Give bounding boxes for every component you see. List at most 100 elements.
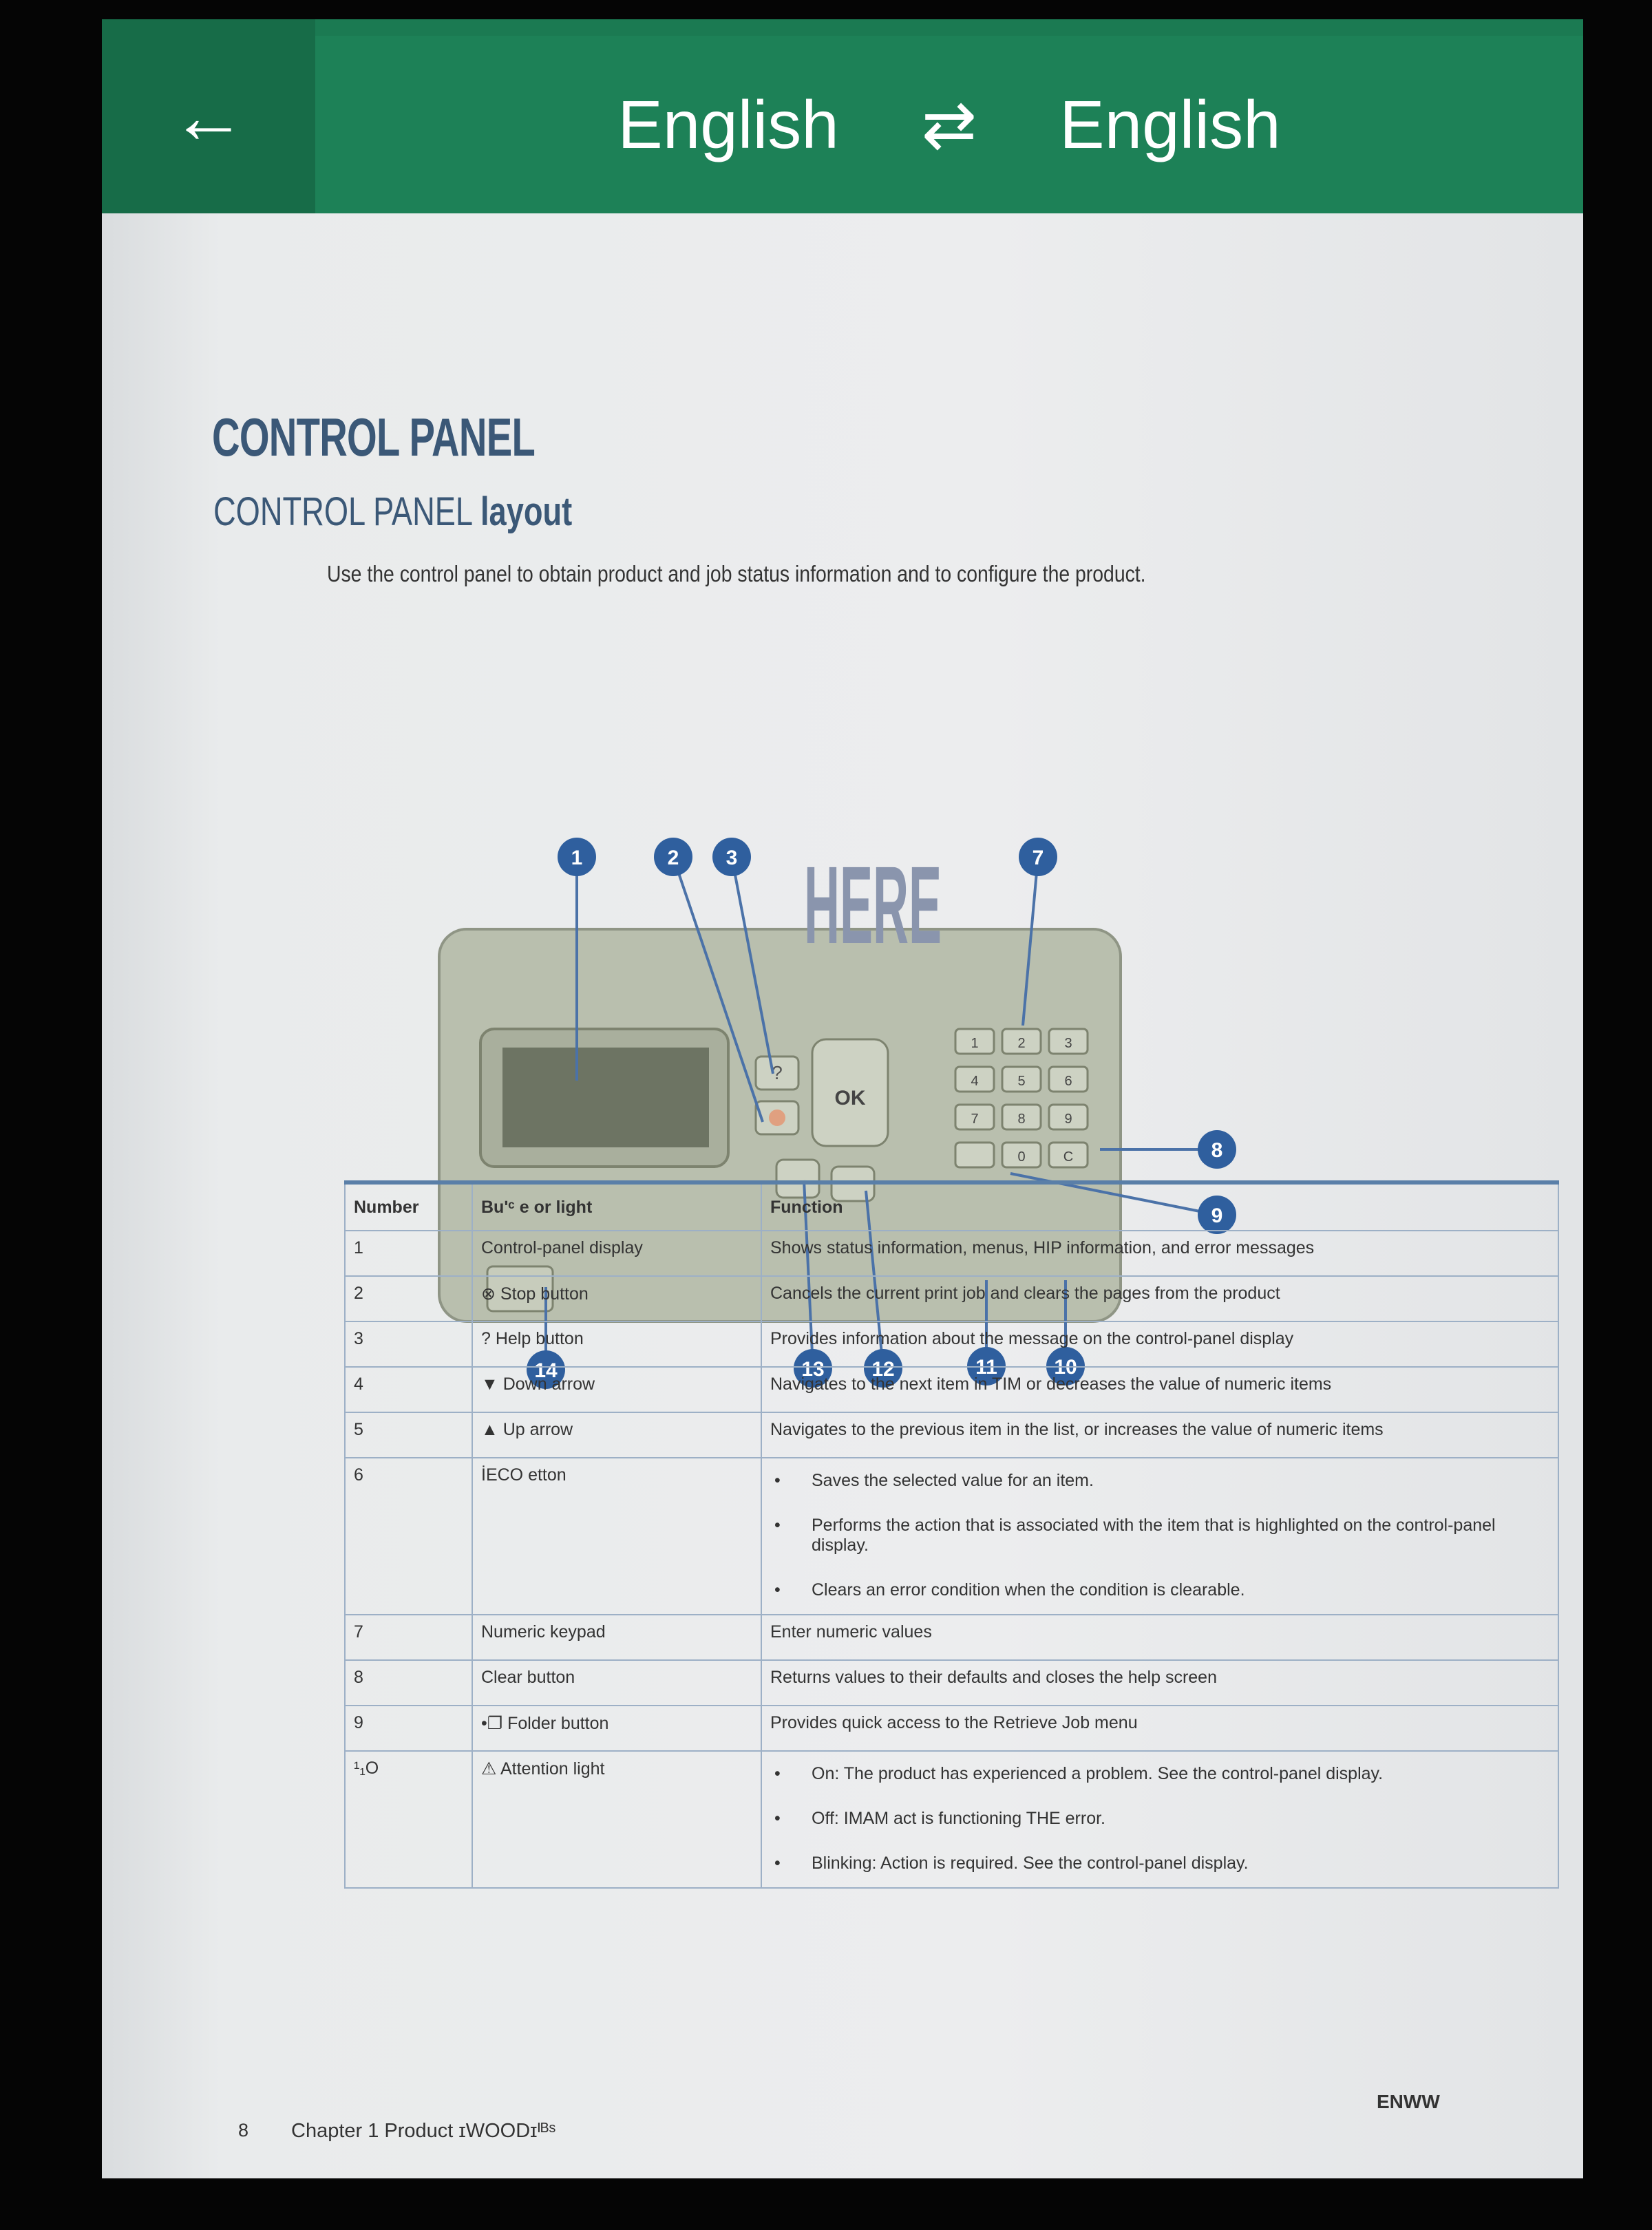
- table-header-row: Number Buʹᶜ e or light Function: [344, 1182, 1559, 1231]
- cell-number: 6: [344, 1457, 473, 1615]
- translated-document: CONTROL PANEL CONTROL PANEL layout Use t…: [102, 213, 1583, 2178]
- subtitle-prefix: CONTROL PANEL: [213, 489, 472, 534]
- arrow-left-icon: ←: [171, 74, 246, 159]
- function-bullet: Clears an error condition when the condi…: [770, 1580, 1549, 1600]
- header-button: Buʹᶜ e or light: [472, 1182, 762, 1231]
- subtitle-bold: layout: [480, 489, 573, 534]
- keypad-key: [1048, 1065, 1089, 1093]
- keypad-key: [1048, 1028, 1089, 1055]
- footer-chapter: Chapter 1 Product ɪWOODɪᴵᴮˢ: [291, 2120, 556, 2142]
- keypad-key-label: C: [1063, 1149, 1073, 1165]
- keypad-key: [1001, 1103, 1042, 1131]
- cell-function: Provides quick access to the Retrieve Jo…: [761, 1705, 1559, 1752]
- cell-number: 5: [344, 1412, 473, 1458]
- header-number: Number: [344, 1182, 473, 1231]
- back-button[interactable]: ←: [102, 19, 315, 213]
- cell-number: 3: [344, 1321, 473, 1368]
- callout-leader: [672, 856, 764, 1123]
- stop-icon: [769, 1109, 785, 1126]
- display-screen: [502, 1048, 709, 1147]
- cell-number: 8: [344, 1659, 473, 1706]
- keypad-key: [1001, 1028, 1042, 1055]
- function-bullet: Saves the selected value for an item.: [770, 1471, 1549, 1491]
- cell-button: Clear button: [472, 1659, 762, 1706]
- keypad-key: [954, 1028, 995, 1055]
- header-function: Function: [761, 1182, 1559, 1231]
- nav-pad: [811, 1038, 889, 1147]
- keypad-key-label: 9: [1064, 1112, 1072, 1127]
- section-subtitle: CONTROL PANEL layout: [213, 489, 572, 535]
- cell-number: 1: [344, 1230, 473, 1277]
- cell-function: Cancels the current print job and clears…: [761, 1275, 1559, 1322]
- swap-arrows-icon[interactable]: ⇄: [921, 88, 977, 162]
- keypad-key-label: 6: [1064, 1074, 1072, 1089]
- app-header: ← English ⇄ English: [102, 19, 1583, 213]
- help-key: [754, 1055, 800, 1091]
- callout-marker: [654, 838, 692, 876]
- cell-function: Saves the selected value for an item.Per…: [761, 1457, 1559, 1615]
- footer-page-number: 8: [238, 2120, 249, 2141]
- keypad-key-label: 3: [1064, 1036, 1072, 1051]
- keypad-key-label: 2: [1017, 1036, 1025, 1051]
- keypad-key-label: 8: [1017, 1112, 1025, 1127]
- cell-number: 4: [344, 1366, 473, 1413]
- keypad-key: [1001, 1065, 1042, 1093]
- keypad-key-label: 1: [971, 1036, 978, 1051]
- keypad-key-label: 4: [971, 1074, 978, 1089]
- help-key-label: ?: [772, 1062, 783, 1083]
- callout-leader: [1021, 856, 1039, 1026]
- cell-function: Navigates to the previous item in the li…: [761, 1412, 1559, 1458]
- cell-number: 7: [344, 1614, 473, 1661]
- cell-number: 2: [344, 1275, 473, 1322]
- keypad-key: [1048, 1141, 1089, 1169]
- source-language-button[interactable]: English: [617, 86, 839, 162]
- keypad-key: [954, 1141, 995, 1169]
- cell-button: Numeric keypad: [472, 1614, 762, 1661]
- cell-function: Shows status information, menus, HIP inf…: [761, 1230, 1559, 1277]
- ok-label: OK: [835, 1087, 866, 1109]
- callout-number: 8: [1211, 1139, 1223, 1162]
- overlay-word: HERE: [804, 843, 942, 966]
- cell-button: ? Help button: [472, 1321, 762, 1368]
- function-bullet: Blinking: Action is required. See the co…: [770, 1854, 1549, 1873]
- table-row: ¹₁O⚠ Attention lightOn: The product has …: [344, 1750, 1559, 1889]
- keypad-key: [954, 1103, 995, 1131]
- callout-marker: [1019, 838, 1057, 876]
- cell-button: ▼ Down arrow: [472, 1366, 762, 1413]
- cell-function: Returns values to their defaults and clo…: [761, 1659, 1559, 1706]
- cell-button: •❐ Folder button: [472, 1705, 762, 1752]
- keypad-key: [1048, 1103, 1089, 1131]
- function-bullet: On: The product has experienced a proble…: [770, 1764, 1549, 1784]
- cell-button: İECO etton: [472, 1457, 762, 1615]
- keypad-key-label: 0: [1017, 1149, 1025, 1165]
- cell-function: On: The product has experienced a proble…: [761, 1750, 1559, 1889]
- intro-text: Use the control panel to obtain product …: [327, 561, 1146, 586]
- footer-code: ENWW: [1377, 2091, 1440, 2112]
- callout-marker: [1198, 1130, 1236, 1169]
- cell-function: Provides information about the message o…: [761, 1321, 1559, 1368]
- keypad-key-label: 7: [971, 1112, 978, 1127]
- target-language-button[interactable]: English: [1059, 86, 1281, 162]
- keypad-key: [954, 1065, 995, 1093]
- callout-number: 3: [726, 847, 738, 869]
- callout-leader: [730, 856, 774, 1074]
- keypad-key: [1001, 1141, 1042, 1169]
- cell-function: Enter numeric values: [761, 1614, 1559, 1661]
- cell-button: Control-panel display: [472, 1230, 762, 1277]
- cell-button: ⚠ Attention light: [472, 1750, 762, 1889]
- callout-marker: [558, 838, 596, 876]
- callout-number: 2: [668, 847, 679, 869]
- cell-number: 9: [344, 1705, 473, 1752]
- cell-button: ⊗ Stop button: [472, 1275, 762, 1322]
- callout-marker: [712, 838, 751, 876]
